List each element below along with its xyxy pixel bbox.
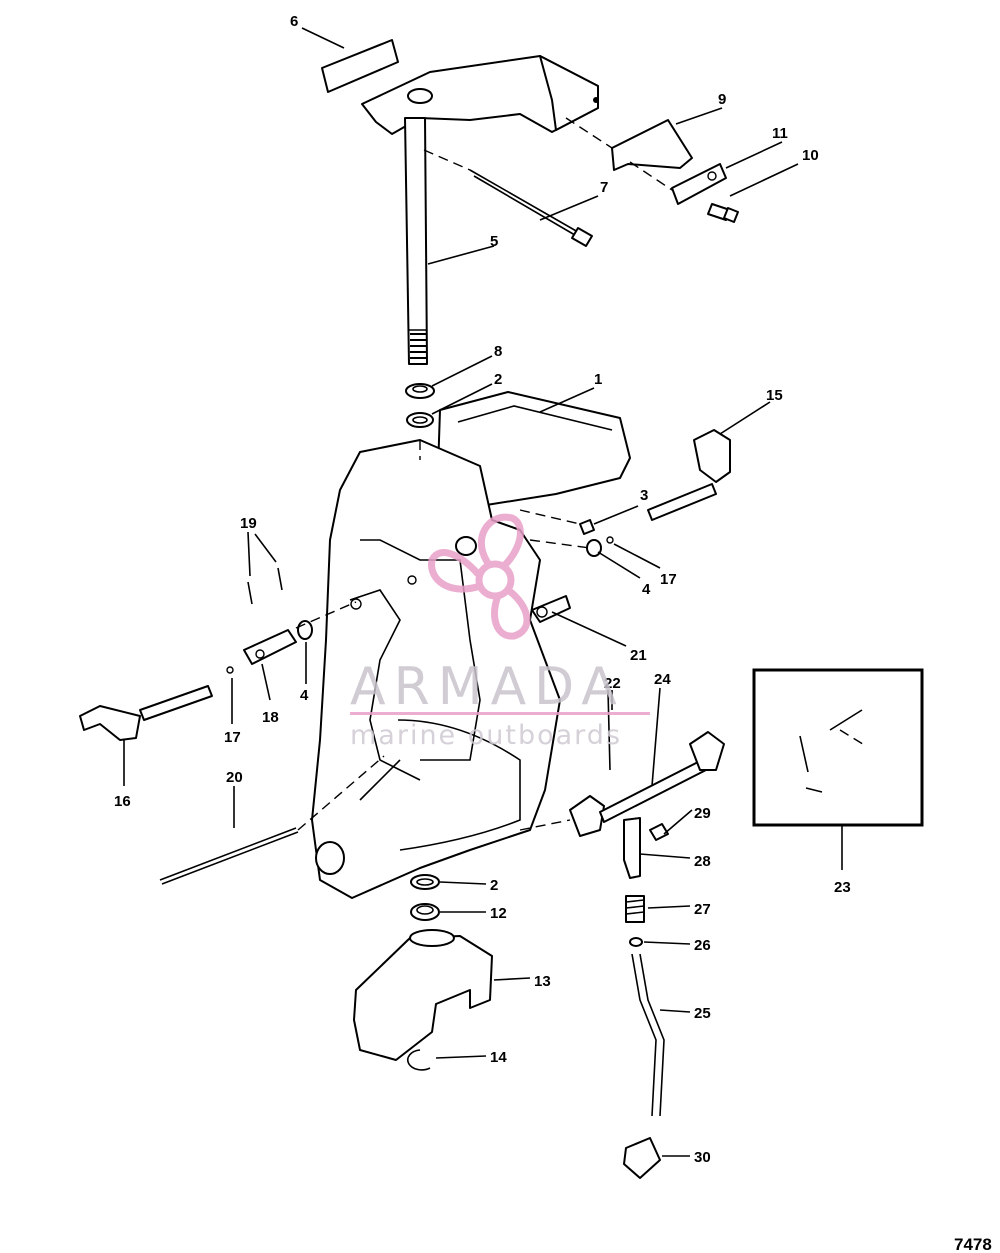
steering-arm xyxy=(361,55,599,135)
watermark-brand: ARMADA xyxy=(350,657,625,717)
propeller-logo xyxy=(428,513,531,640)
callout-8: 8 xyxy=(494,343,502,360)
part-27-spring xyxy=(625,895,645,923)
watermark: ARMADA marine outboards xyxy=(350,513,650,751)
part-17-ring-right xyxy=(606,536,614,544)
callout-4-left: 4 xyxy=(300,687,309,704)
part-12-washer xyxy=(410,903,440,921)
callout-25: 25 xyxy=(694,1005,711,1022)
callout-21: 21 xyxy=(630,647,647,664)
callout-20: 20 xyxy=(226,769,243,786)
part-28-link xyxy=(623,817,641,879)
part-30-cap xyxy=(623,1137,661,1179)
part-23-inset-kit xyxy=(752,668,924,827)
callout-2-upper: 2 xyxy=(494,371,502,388)
callout-29: 29 xyxy=(694,805,711,822)
leader-lines xyxy=(123,27,843,1157)
part-9-bracket xyxy=(611,119,693,171)
callout-23: 23 xyxy=(834,879,851,896)
callout-22: 22 xyxy=(604,675,621,692)
callout-26: 26 xyxy=(694,937,711,954)
part-5-swivel-shaft xyxy=(404,117,428,365)
part-29-nut xyxy=(649,823,669,841)
part-17-ring-left xyxy=(226,666,234,674)
callout-10: 10 xyxy=(802,147,819,164)
part-11-clip xyxy=(671,163,727,205)
callout-19: 19 xyxy=(240,515,257,532)
part-7-bolt xyxy=(423,149,593,247)
callout-30: 30 xyxy=(694,1149,711,1166)
callout-9: 9 xyxy=(718,91,726,108)
part-22-pin xyxy=(607,689,611,771)
callout-17-left: 17 xyxy=(224,729,241,746)
part-3-grease-fitting xyxy=(579,519,595,535)
callout-14: 14 xyxy=(490,1049,507,1066)
callout-17-right: 17 xyxy=(660,571,677,588)
callout-27: 27 xyxy=(694,901,711,918)
callout-5: 5 xyxy=(490,233,498,250)
watermark-tagline: marine outboards xyxy=(350,720,622,751)
callout-16: 16 xyxy=(114,793,131,810)
part-2-bushing-lower xyxy=(410,874,440,890)
part-20-rod xyxy=(159,755,385,885)
part-24-tilt-lock xyxy=(519,731,725,837)
callout-6: 6 xyxy=(290,13,298,30)
part-13-steering-yoke xyxy=(353,929,493,1061)
callout-11: 11 xyxy=(772,125,788,142)
part-19-cotter-pins xyxy=(247,567,283,605)
part-6-plate xyxy=(321,39,399,93)
callout-4-right: 4 xyxy=(642,581,651,598)
figure-number: 7478 xyxy=(954,1235,992,1253)
part-26-washer xyxy=(629,937,643,947)
part-15-tilt-lever xyxy=(647,429,731,521)
callout-12: 12 xyxy=(490,905,507,922)
part-10-screw xyxy=(707,203,739,223)
part-14-retaining-ring xyxy=(406,1049,431,1071)
callout-3: 3 xyxy=(640,487,648,504)
callout-7: 7 xyxy=(600,179,608,196)
callout-24: 24 xyxy=(654,671,671,688)
part-8-washer xyxy=(405,383,435,399)
callout-18: 18 xyxy=(262,709,279,726)
part-16-tilt-lever-left xyxy=(79,685,213,741)
callout-2-lower: 2 xyxy=(490,877,498,894)
part-18-lock-pin xyxy=(243,629,297,665)
callout-13: 13 xyxy=(534,973,551,990)
part-4-washer-right xyxy=(586,539,602,557)
callout-15: 15 xyxy=(766,387,783,404)
part-2-bushing-upper xyxy=(406,412,434,428)
callout-1: 1 xyxy=(594,371,602,388)
watermark-underline xyxy=(350,712,650,715)
part-25-rod xyxy=(631,953,665,1117)
part-21-cam xyxy=(531,595,571,623)
callout-28: 28 xyxy=(694,853,711,870)
